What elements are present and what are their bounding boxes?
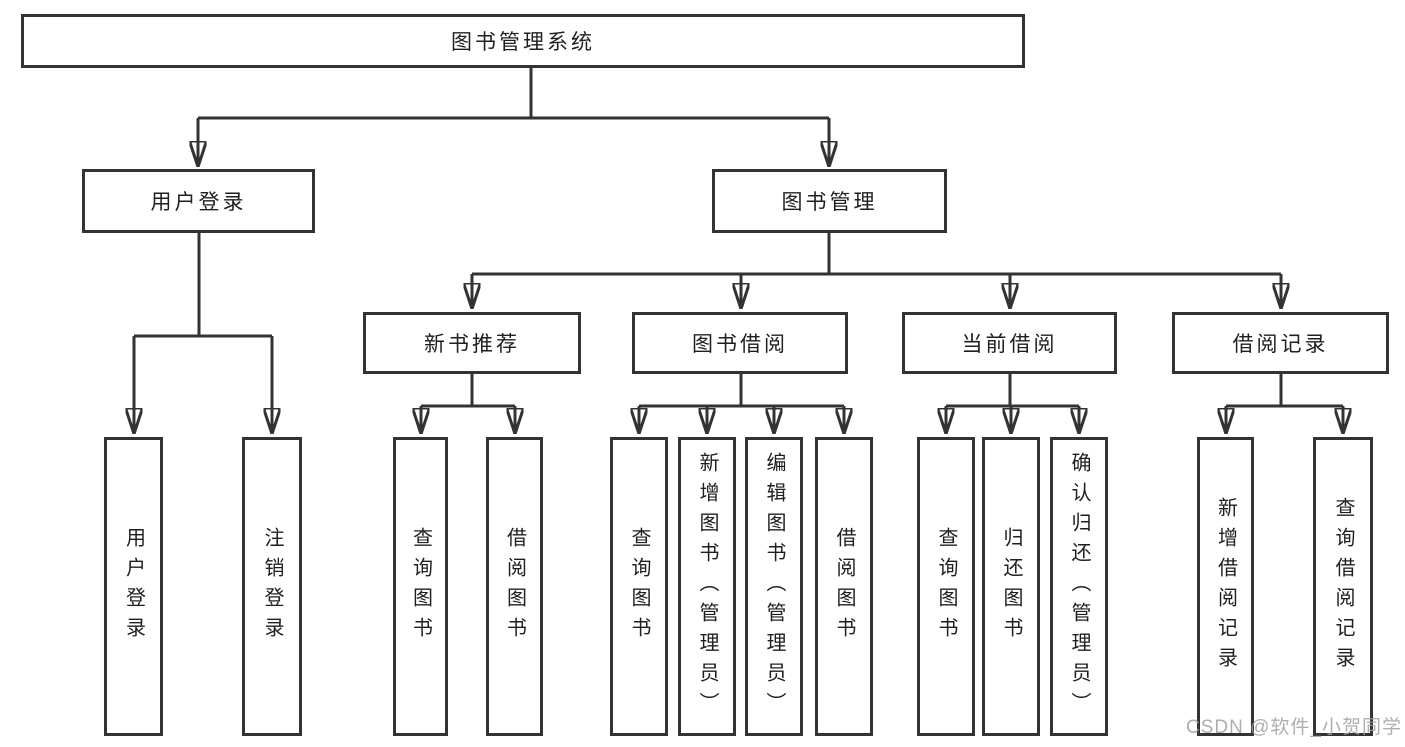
node-label: 借阅记录 bbox=[1232, 333, 1329, 356]
leaf-query-borrow-record: 查询借阅记录 bbox=[1313, 437, 1373, 736]
leaf-return-books: 归还图书 bbox=[982, 437, 1040, 736]
leaf-label: 查询借阅记录 bbox=[1332, 496, 1354, 677]
node-new-book-recommend: 新书推荐 bbox=[363, 312, 581, 374]
leaf-user-login: 用户登录 bbox=[104, 437, 163, 736]
leaf-borrow-books: 借阅图书 bbox=[815, 437, 873, 736]
leaf-label: 注销登录 bbox=[261, 526, 283, 647]
leaf-label: 查询图书 bbox=[628, 526, 650, 647]
node-current-borrow: 当前借阅 bbox=[902, 312, 1117, 374]
leaf-query-books: 查询图书 bbox=[610, 437, 668, 736]
leaf-label: 新增借阅记录 bbox=[1214, 496, 1237, 677]
leaf-confirm-return-admin: 确认归还（管理员） bbox=[1050, 437, 1108, 736]
leaf-label: 借阅图书 bbox=[503, 526, 526, 647]
leaf-label: 归还图书 bbox=[1000, 526, 1022, 647]
leaf-query-books: 查询图书 bbox=[393, 437, 448, 736]
leaf-logout: 注销登录 bbox=[242, 437, 302, 736]
node-borrow-records: 借阅记录 bbox=[1172, 312, 1389, 374]
leaf-add-books-admin: 新增图书（管理员） bbox=[678, 437, 736, 736]
node-book-borrow: 图书借阅 bbox=[632, 312, 848, 374]
node-library-management-system: 图书管理系统 bbox=[21, 14, 1025, 68]
node-label: 图书管理 bbox=[781, 191, 878, 214]
node-book-management: 图书管理 bbox=[712, 169, 947, 233]
leaf-label: 编辑图书（管理员） bbox=[763, 451, 785, 722]
leaf-label: 确认归还（管理员） bbox=[1068, 451, 1090, 722]
node-label: 图书管理系统 bbox=[451, 31, 595, 54]
node-label: 当前借阅 bbox=[961, 333, 1058, 356]
leaf-label: 查询图书 bbox=[409, 526, 432, 647]
node-label: 新书推荐 bbox=[424, 333, 520, 356]
leaf-label: 查询图书 bbox=[935, 526, 957, 647]
csdn-watermark: CSDN @软件_小贺同学 bbox=[1186, 717, 1402, 738]
node-label: 用户登录 bbox=[150, 191, 247, 214]
node-label: 图书借阅 bbox=[692, 333, 788, 356]
leaf-query-books: 查询图书 bbox=[917, 437, 975, 736]
leaf-label: 用户登录 bbox=[122, 526, 145, 647]
leaf-edit-books-admin: 编辑图书（管理员） bbox=[745, 437, 803, 736]
leaf-add-borrow-record: 新增借阅记录 bbox=[1197, 437, 1254, 736]
leaf-borrow-books: 借阅图书 bbox=[486, 437, 543, 736]
leaf-label: 新增图书（管理员） bbox=[696, 451, 718, 722]
node-user-login: 用户登录 bbox=[82, 169, 315, 233]
leaf-label: 借阅图书 bbox=[833, 526, 855, 647]
